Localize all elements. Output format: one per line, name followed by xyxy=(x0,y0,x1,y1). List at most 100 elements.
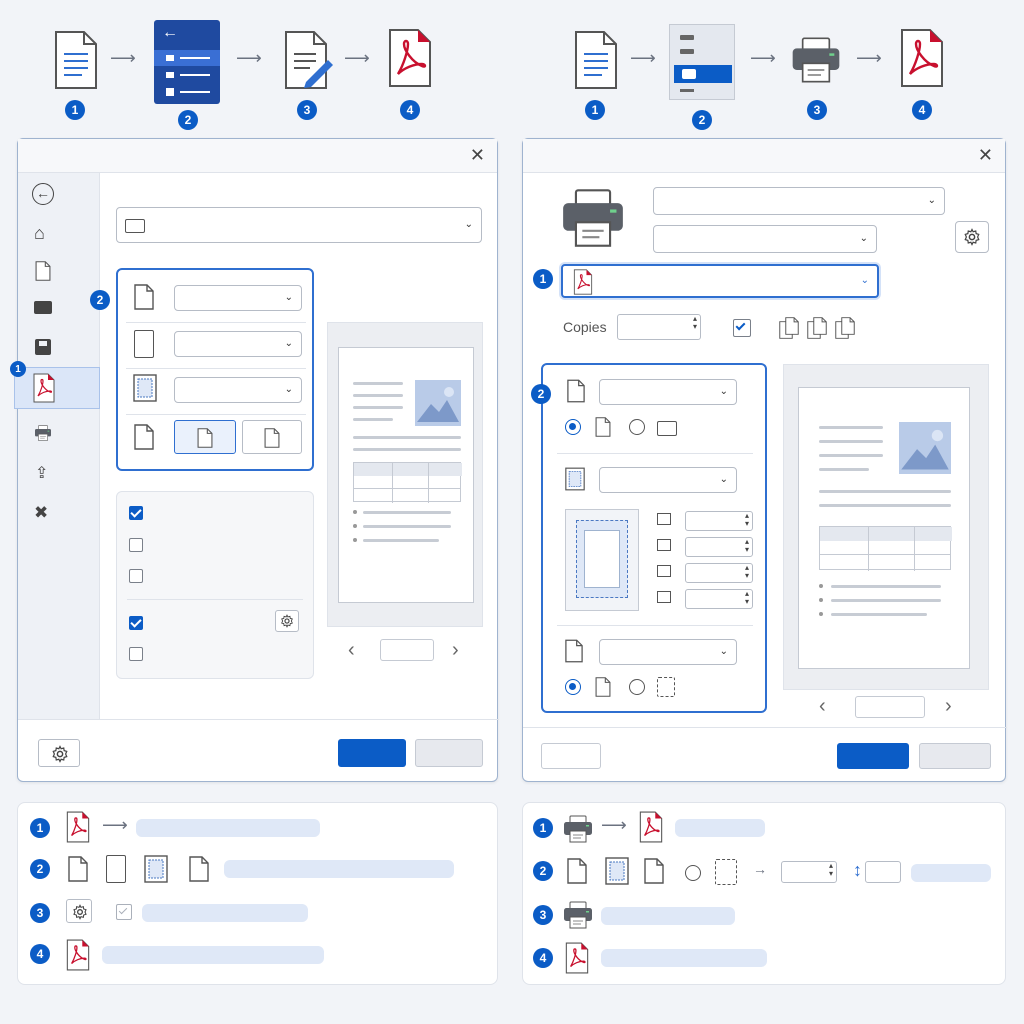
paper-size-dropdown[interactable]: ⌄ xyxy=(599,379,737,405)
sidebar-item-pdf[interactable] xyxy=(14,367,100,409)
preview-table xyxy=(819,526,952,571)
arrow-right-icon: ⟶ xyxy=(236,48,262,68)
step-number: 4 xyxy=(400,100,420,120)
save-icon[interactable] xyxy=(35,339,51,355)
callout-number: 1 xyxy=(533,269,553,289)
print-settings-group: ⌄ ⌄ ⌄ xyxy=(541,363,767,713)
actual-size-option[interactable] xyxy=(242,420,302,454)
tools-icon[interactable]: ✖ xyxy=(34,503,49,522)
folder-icon xyxy=(125,219,145,233)
page-number-field[interactable] xyxy=(380,639,434,661)
landscape-radio[interactable] xyxy=(629,419,645,435)
scaling-icon xyxy=(565,639,583,663)
scaling-icon xyxy=(134,424,154,450)
fit-to-page-radio[interactable] xyxy=(565,679,581,695)
settings-button[interactable] xyxy=(38,739,80,767)
secondary-left-button[interactable] xyxy=(541,743,601,769)
bottom-margin-stepper[interactable] xyxy=(685,537,753,557)
primary-button[interactable] xyxy=(837,743,909,769)
option-checkbox[interactable] xyxy=(129,538,143,552)
new-icon[interactable] xyxy=(35,261,51,281)
share-icon[interactable]: ⇪ xyxy=(35,465,49,482)
secondary-button[interactable] xyxy=(415,739,483,767)
collate-checkbox[interactable] xyxy=(733,319,751,337)
left-flow: 1 ⟶ ← 2 ⟶ 3 ⟶ 4 xyxy=(0,0,512,130)
options-checklist xyxy=(116,491,314,679)
legend-number: 3 xyxy=(533,905,553,925)
print-icon[interactable] xyxy=(34,425,52,439)
left-margin-icon xyxy=(657,565,671,577)
option-checkbox[interactable] xyxy=(129,616,143,630)
preview-panel xyxy=(327,322,483,627)
option-checkbox[interactable] xyxy=(129,506,143,520)
arrow-right-icon: ⟶ xyxy=(102,815,128,835)
next-page-button[interactable]: › xyxy=(945,695,952,717)
printer-icon xyxy=(561,185,625,251)
settings-icon xyxy=(66,899,92,923)
portrait-radio[interactable] xyxy=(565,419,581,435)
open-icon[interactable] xyxy=(34,301,52,314)
next-page-button[interactable]: › xyxy=(452,639,459,661)
legend-bar xyxy=(102,946,324,964)
step-number: 1 xyxy=(585,100,605,120)
previous-page-button[interactable]: ‹ xyxy=(819,695,826,717)
custom-scale-icon xyxy=(715,859,737,885)
radio-icon xyxy=(685,865,701,881)
title-bar: ✕ xyxy=(18,139,497,173)
custom-scale-icon xyxy=(657,677,675,697)
margins-dropdown[interactable]: ⌄ xyxy=(174,377,302,403)
custom-scale-radio[interactable] xyxy=(629,679,645,695)
save-as-pdf-printer-dropdown[interactable]: ⌄ xyxy=(561,264,879,298)
left-margin-stepper[interactable] xyxy=(685,563,753,583)
pdf-icon xyxy=(33,373,55,403)
backstage-sidebar: ← ⌂ ⇪ ✖ xyxy=(14,173,100,719)
printer-properties-dropdown[interactable]: ⌄ xyxy=(653,225,877,253)
right-legend: 1 ⟶ 2 → ↕ 3 4 xyxy=(522,802,1006,985)
primary-button[interactable] xyxy=(338,739,406,767)
folder-dropdown[interactable]: ⌄ xyxy=(116,207,482,243)
option-checkbox[interactable] xyxy=(129,569,143,583)
step-number: 3 xyxy=(807,100,827,120)
printer-icon xyxy=(791,36,841,84)
printer-dropdown[interactable]: ⌄ xyxy=(653,187,945,215)
paper-size-icon xyxy=(68,855,88,883)
page-number-field[interactable] xyxy=(855,696,925,718)
legend-number: 1 xyxy=(533,818,553,838)
pdf-icon xyxy=(388,28,432,88)
orientation-icon xyxy=(134,330,154,358)
orientation-dropdown[interactable]: ⌄ xyxy=(174,331,302,357)
scaling-dropdown[interactable]: ⌄ xyxy=(599,639,737,665)
collate-pages-icon xyxy=(779,317,859,341)
margins-icon xyxy=(565,467,585,491)
previous-page-button[interactable]: ‹ xyxy=(348,639,355,661)
arrow-right-icon: ⟶ xyxy=(856,48,882,68)
margins-dropdown[interactable]: ⌄ xyxy=(599,467,737,493)
image-placeholder-icon xyxy=(415,380,461,426)
secondary-button[interactable] xyxy=(919,743,991,769)
preview-page xyxy=(338,347,474,603)
close-icon[interactable]: ✕ xyxy=(977,145,993,165)
copies-label: Copies xyxy=(563,319,607,335)
home-icon[interactable]: ⌂ xyxy=(34,223,45,243)
height-field-icon xyxy=(865,861,901,883)
back-icon[interactable]: ← xyxy=(32,183,54,205)
close-icon[interactable]: ✕ xyxy=(469,145,485,165)
legend-bar xyxy=(911,864,991,882)
copies-stepper[interactable] xyxy=(617,314,701,340)
legend-number: 1 xyxy=(30,818,50,838)
arrow-right-icon: ⟶ xyxy=(110,48,136,68)
paper-size-dropdown[interactable]: ⌄ xyxy=(174,285,302,311)
height-icon: ↕ xyxy=(853,860,862,880)
margins-icon xyxy=(605,856,629,886)
right-margin-stepper[interactable] xyxy=(685,589,753,609)
top-margin-stepper[interactable] xyxy=(685,511,753,531)
step-number: 4 xyxy=(912,100,932,120)
legend-number: 3 xyxy=(30,903,50,923)
printer-settings-button[interactable] xyxy=(955,221,989,253)
page-setup-group: ⌄ ⌄ ⌄ xyxy=(116,268,314,471)
fit-page-option[interactable] xyxy=(174,420,236,454)
option-checkbox[interactable] xyxy=(129,647,143,661)
legend-number: 2 xyxy=(533,861,553,881)
callout-number: 2 xyxy=(90,290,110,310)
option-settings-button[interactable] xyxy=(275,610,299,632)
